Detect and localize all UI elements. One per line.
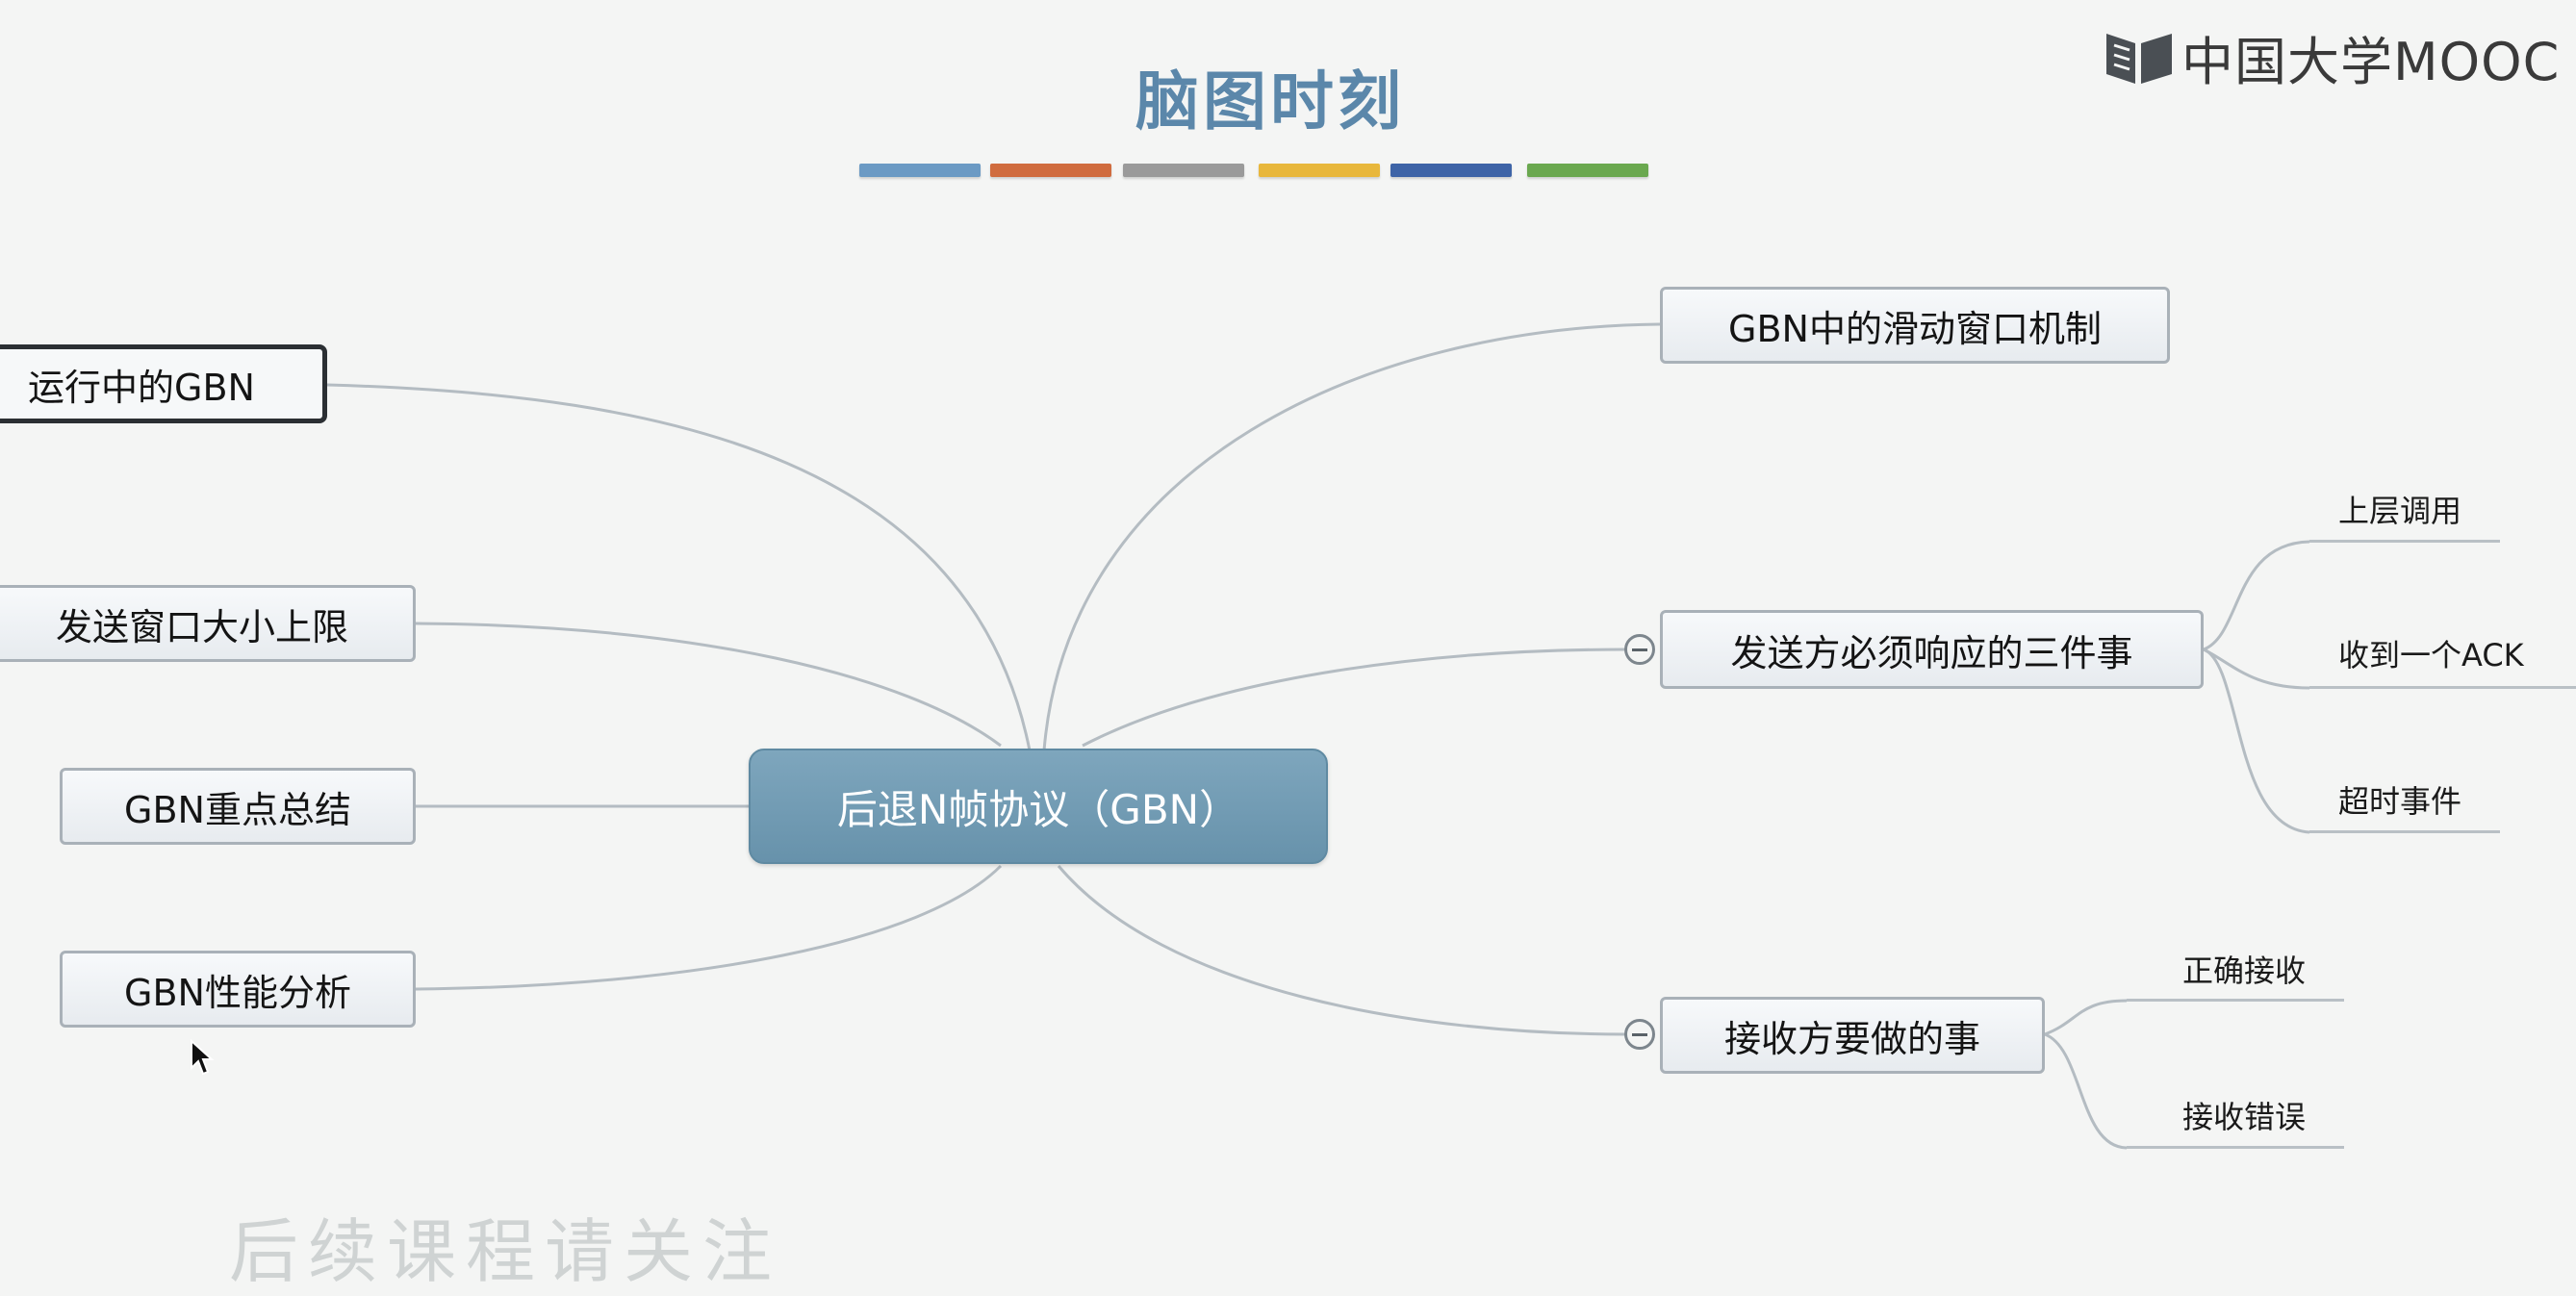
topic-send-window-limit[interactable]: 发送窗口大小上限	[0, 585, 416, 662]
topic-sliding-window[interactable]: GBN中的滑动窗口机制	[1660, 287, 2170, 364]
connector-receiver	[1057, 865, 1627, 1036]
brand-logo: 中国大学MOOC	[2103, 23, 2560, 92]
subtopic-underline	[2309, 540, 2500, 543]
subtopic-underline	[2127, 1146, 2344, 1149]
topic-gbn-summary[interactable]: GBN重点总结	[60, 768, 416, 845]
subtopic-underline	[2309, 686, 2576, 689]
title-color-bar	[1390, 164, 1512, 177]
connector-sender-three	[1082, 648, 1627, 748]
collapse-receiver-icon[interactable]	[1624, 1019, 1655, 1050]
connector-window-limit	[415, 622, 1002, 748]
collapse-sender-icon[interactable]	[1624, 634, 1655, 665]
subtopic-recv-error[interactable]: 接收错误	[2182, 1099, 2307, 1135]
connector-running-gbn	[326, 383, 1032, 751]
title-color-bar	[859, 164, 981, 177]
subtopic-upper-call[interactable]: 上层调用	[2338, 493, 2462, 529]
topic-sender-three-events[interactable]: 发送方必须响应的三件事	[1660, 610, 2204, 689]
open-book-icon	[2106, 34, 2172, 84]
connector-correct-recv	[2044, 999, 2128, 1036]
title-color-bar	[990, 164, 1111, 177]
title-color-bar	[1123, 164, 1244, 177]
course-watermark: 后续课程请关注	[229, 1211, 782, 1292]
topic-gbn-performance[interactable]: GBN性能分析	[60, 951, 416, 1028]
title-color-bar	[1527, 164, 1648, 177]
topic-running-gbn[interactable]: 运行中的GBN	[0, 344, 327, 423]
brand-name: 中国大学MOOC	[2181, 31, 2561, 92]
topic-receiver-tasks[interactable]: 接收方要做的事	[1660, 997, 2045, 1074]
connector-upper-call	[2203, 540, 2310, 651]
title-color-bar	[1259, 164, 1380, 177]
connector-recv-error	[2044, 1032, 2128, 1150]
subtopic-timeout[interactable]: 超时事件	[2338, 783, 2462, 820]
connector-sliding-window	[1042, 322, 1661, 751]
central-topic[interactable]: 后退N帧协议（GBN）	[749, 749, 1328, 864]
connector-timeout	[2203, 648, 2310, 834]
subtopic-recv-ack[interactable]: 收到一个ACK	[2338, 637, 2524, 673]
connector-performance	[415, 864, 1003, 991]
page-title: 脑图时刻	[1135, 64, 1405, 139]
subtopic-correct-recv[interactable]: 正确接收	[2182, 953, 2307, 989]
subtopic-underline	[2127, 999, 2344, 1002]
subtopic-underline	[2309, 830, 2500, 833]
mouse-pointer-icon	[191, 1039, 215, 1076]
